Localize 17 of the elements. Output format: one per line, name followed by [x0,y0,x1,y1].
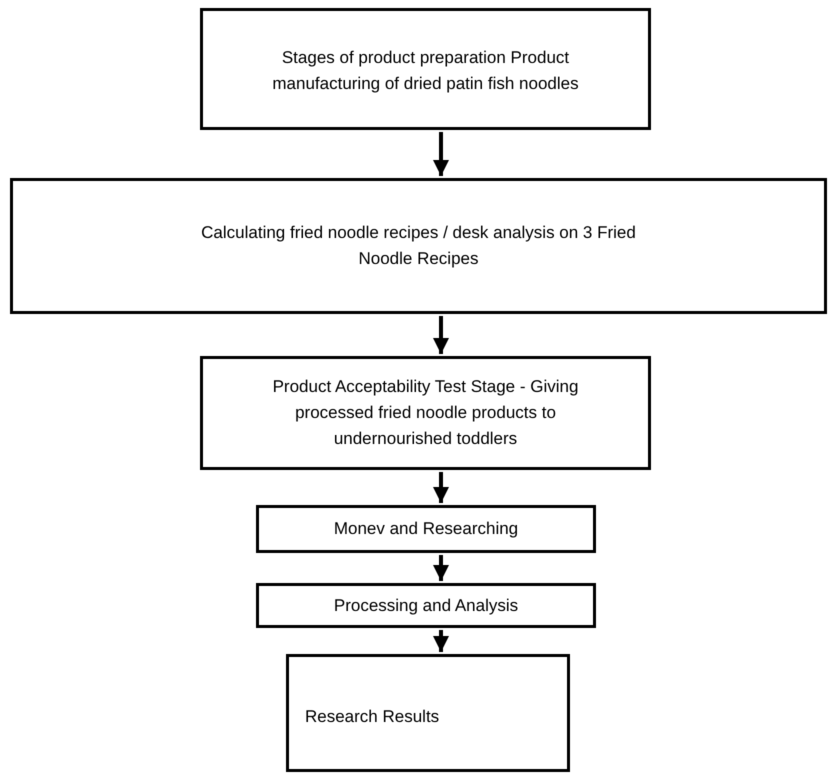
process-box [200,356,651,470]
arrow [433,472,449,503]
process-box [286,654,570,772]
arrow [433,132,449,176]
box-text: Research Results [305,706,440,728]
box-text: Processing and Analysis [334,594,518,616]
arrow [433,316,449,354]
process-box [256,505,596,553]
arrow [433,555,449,581]
process-box [256,583,596,628]
box-text: Monev and Researching [334,518,518,540]
process-box [200,8,651,130]
box-text: Product Acceptability Test Stage - Giving processed fried noodle products to undernourished toddlers [272,376,580,450]
arrow [433,630,449,652]
box-text: Calculating fried noodle recipes / desk analysis on 3 Fried Noodle Recipes [200,222,637,270]
box-text: Stages of product preparation Product manufacturing of dried patin fish noodles [271,47,580,95]
process-box [10,178,827,314]
